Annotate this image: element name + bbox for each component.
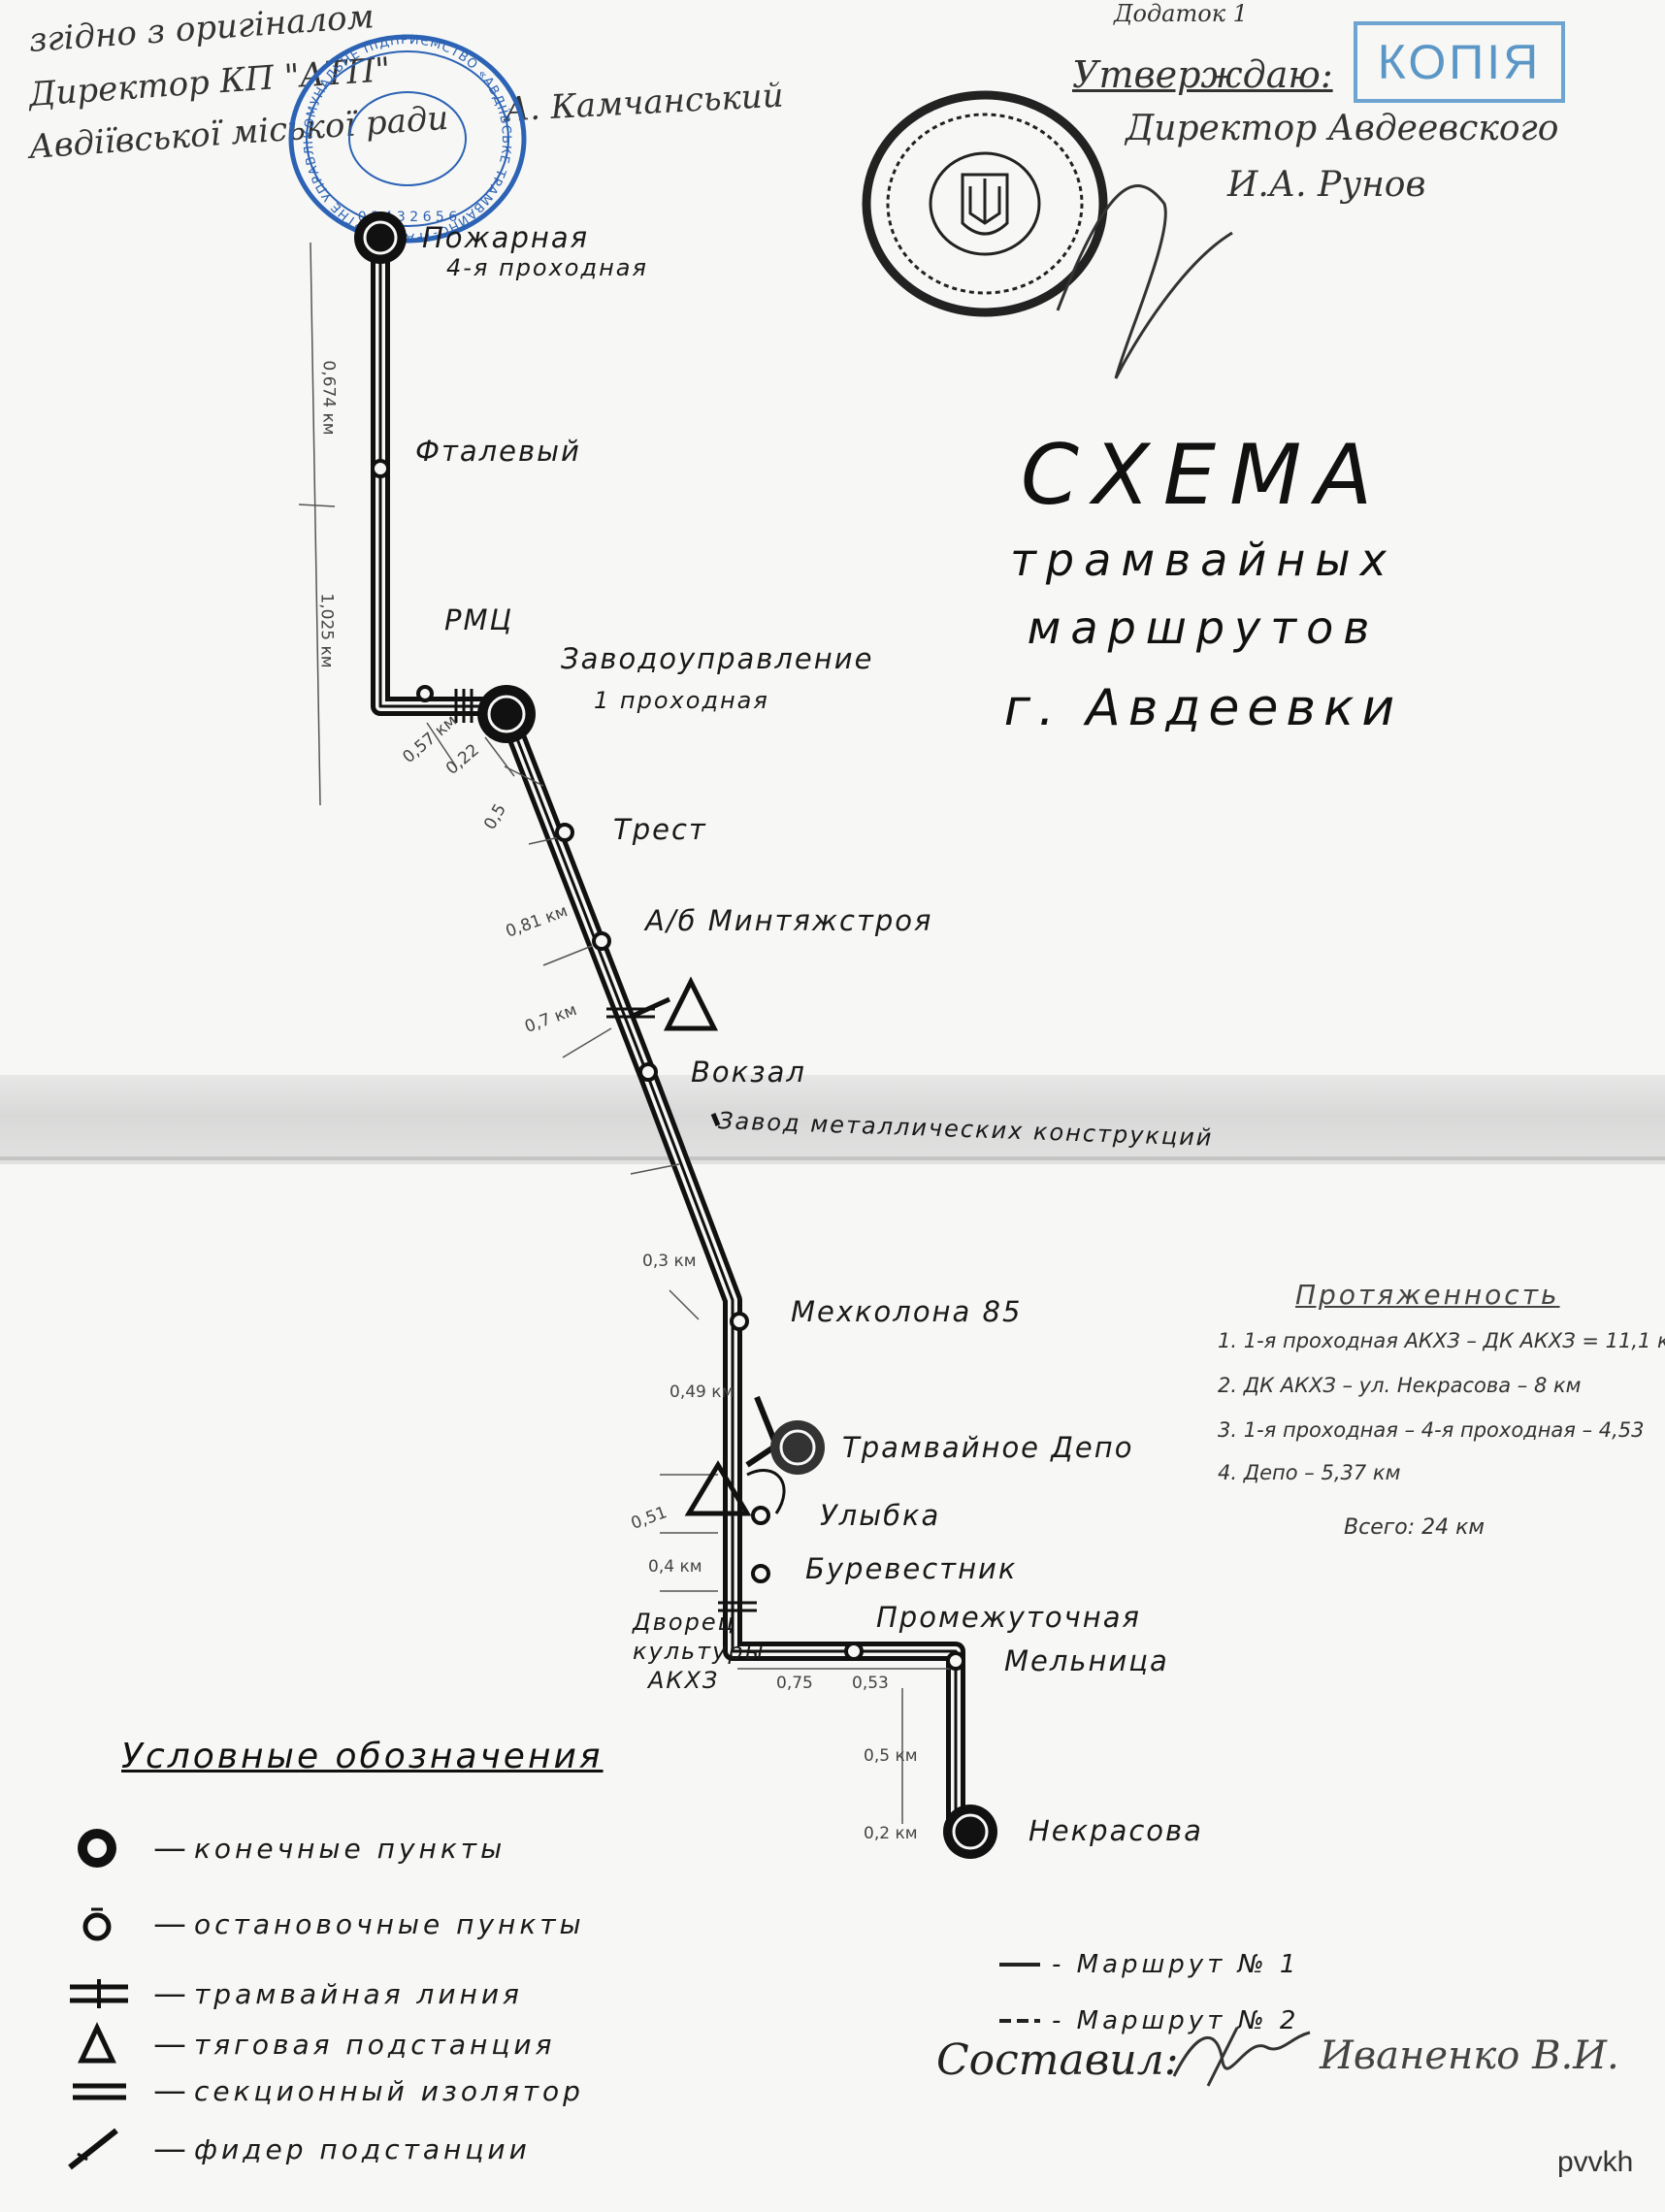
approval-name: И.А. Рунов (1227, 165, 1426, 205)
route-length-total: Всего: 24 км (1344, 1515, 1485, 1540)
legend-item-tram-line: — трамвайная линия (58, 1969, 523, 2018)
legend-label: конечные пункты (194, 1832, 506, 1865)
legend-label: трамвайная линия (194, 1977, 523, 2010)
distance-label: 0,75 (776, 1674, 813, 1693)
distance-label: 1,025 км (316, 593, 337, 668)
compiled-by-label: Составил: (936, 2035, 1179, 2085)
left-seal-icon: КОМУНАЛЬНЕ ПІДПРИЄМСТВО «АВДІЇВСЬКЕ ТРАМ… (277, 27, 527, 244)
stop-trest: Трест (613, 813, 707, 846)
route-1-label: - Маршрут № 1 (1052, 1950, 1300, 1979)
scan-fold-shadow (0, 1075, 1665, 1164)
compiler-name: Иваненко В.И. (1320, 2033, 1619, 2078)
legend-item-terminus: — конечные пункты (58, 1824, 506, 1872)
copy-stamp: КОПІЯ (1354, 21, 1565, 103)
tram-line-inner (375, 241, 961, 1824)
route-length-row: 3. 1-я проходная – 4-я проходная – 4,53 (1218, 1418, 1645, 1442)
stop-markers (371, 459, 965, 1671)
distance-label: 0,3 км (642, 1252, 697, 1271)
legend-item-feeder: — фидер подстанции (58, 2125, 531, 2173)
distance-label: 0,674 км (318, 360, 339, 436)
route-2-line-icon (999, 2019, 1040, 2023)
route-1-legend: - Маршрут № 1 (999, 1950, 1299, 1979)
stop-zavodoupravlenie: Заводоуправление (561, 642, 874, 675)
legend-dash: — (153, 2025, 186, 2064)
scheme-subtitle-2: маршрутов (1027, 602, 1380, 654)
stop-nekrasova: Некрасова (1028, 1814, 1203, 1847)
legend-dash: — (153, 2071, 186, 2110)
route-2-label: - Маршрут № 2 (1052, 2006, 1300, 2035)
distance-label: 0,2 км (864, 1824, 918, 1843)
scheme-subtitle-1: трамвайных (1010, 534, 1396, 586)
stop-dvorets-sub2: АКХЗ (648, 1667, 720, 1694)
legend-dash: — (153, 1829, 186, 1868)
legend-label: остановочные пункты (194, 1907, 585, 1940)
right-seal-icon (862, 90, 1108, 317)
stop-ulybka: Улыбка (820, 1499, 941, 1532)
approval-position: Директор Авдеевского (1126, 109, 1559, 148)
tram-line-outer (371, 241, 965, 1824)
stop-zavodoupravlenie-sub: 1 проходная (594, 687, 769, 714)
legend-item-insulator: — секционный изолятор (58, 2066, 584, 2115)
stop-dvorets: Дворец (633, 1609, 735, 1636)
stop-melnitsa: Мельница (1004, 1644, 1169, 1677)
legend-dash: — (153, 2130, 186, 2168)
stop-promezhutochnaya: Промежуточная (876, 1601, 1141, 1634)
stop-pozharnaya: Пожарная (422, 221, 590, 254)
substation-symbols (663, 976, 786, 1516)
stop-vokzal: Вокзал (691, 1056, 806, 1089)
distance-label: 0,53 (852, 1674, 889, 1693)
route-1-line-icon (999, 1963, 1040, 1967)
compiler-signature-icon (1172, 2027, 1311, 2087)
stop-dvorets-sub1: культуры (633, 1638, 766, 1665)
legend-label: тяговая подстанция (194, 2028, 556, 2061)
legend-label: фидер подстанции (194, 2132, 531, 2165)
distance-label: 0,5 км (864, 1746, 918, 1766)
stop-burevestnik: Буревестник (805, 1552, 1018, 1585)
stop-depo: Трамвайное Депо (842, 1431, 1134, 1464)
stop-mekhkolona: Мехколона 85 (791, 1295, 1023, 1328)
route-lengths-title: Протяженность (1295, 1279, 1560, 1311)
addendum-label: Додаток 1 (1114, 0, 1248, 27)
legend-label: секционный изолятор (194, 2074, 584, 2107)
legend-item-substation: — тяговая подстанция (58, 2020, 555, 2068)
feeder-icon (58, 2125, 146, 2173)
route-length-row: 1. 1-я проходная АКХЗ – ДК АКХЗ = 11,1 к… (1218, 1329, 1665, 1352)
legend-dash: — (153, 1974, 186, 2013)
substation-icon (58, 2020, 146, 2068)
route-2-legend: - Маршрут № 2 (999, 2006, 1299, 2035)
insulator-icon (58, 2066, 146, 2115)
stop-minyazhstroy: А/б Минтяжстроя (645, 904, 933, 937)
tram-line-core (378, 241, 958, 1824)
terminus-markers (354, 211, 997, 1859)
scheme-title: СХЕМА (1020, 427, 1387, 524)
distance-label: 0,4 км (648, 1557, 702, 1577)
approval-signature-icon (1056, 184, 1233, 379)
route-length-row: 4. Депо – 5,37 км (1218, 1461, 1401, 1484)
page-fold-line (0, 1156, 1665, 1160)
tram-line-icon (58, 1969, 146, 2018)
approval-heading: Утверждаю: (1072, 53, 1333, 96)
stop-pozharnaya-sub: 4-я проходная (446, 254, 648, 281)
stop-rmc: РМЦ (444, 603, 514, 636)
legend-item-stop: — остановочные пункты (58, 1900, 585, 1948)
watermark-text: pvvkh (1557, 2146, 1634, 2178)
stop-icon (58, 1900, 146, 1948)
terminus-icon (58, 1824, 146, 1872)
legend-dash: — (153, 1904, 186, 1943)
distance-label: 0,49 км (669, 1382, 735, 1402)
scheme-subtitle-city: г. Авдеевки (1003, 679, 1403, 737)
legend-title: Условные обозначения (121, 1737, 604, 1776)
stop-ftalevy: Фталевый (415, 435, 581, 468)
route-length-row: 2. ДК АКХЗ – ул. Некрасова – 8 км (1218, 1374, 1582, 1397)
